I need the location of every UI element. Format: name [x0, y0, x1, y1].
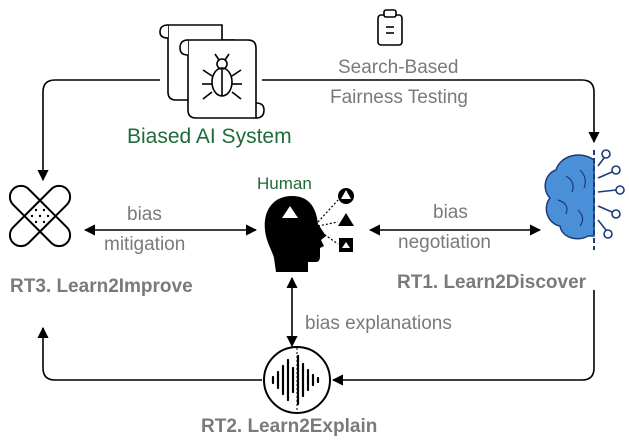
human-head-icon	[264, 188, 354, 272]
search-line-2: Fairness Testing	[330, 87, 468, 108]
negotiation-line-2: negotiation	[398, 232, 491, 253]
arrow-rt1-to-rt2	[331, 290, 595, 386]
mitigation-line-1: bias	[127, 204, 162, 225]
arrow-system-to-rt1	[262, 79, 600, 144]
clipboard-icon	[377, 9, 403, 46]
negotiation-line-1: bias	[433, 202, 468, 223]
rt3-label: RT3. Learn2Improve	[10, 276, 193, 297]
rt1-label: RT1. Learn2Discover	[397, 272, 587, 293]
system-label: Biased AI System	[127, 125, 292, 148]
brain-circuit-icon	[544, 149, 625, 250]
explanations-label: bias explanations	[305, 313, 452, 334]
arrow-system-to-rt3	[37, 79, 160, 182]
bandage-icon	[8, 184, 72, 248]
arrow-rt2-to-rt3	[37, 326, 262, 381]
waveform-icon	[263, 346, 331, 414]
mitigation-line-2: mitigation	[104, 234, 186, 255]
search-line-1: Search-Based	[338, 57, 459, 78]
bug-document-icon	[159, 24, 265, 119]
rt2-label: RT2. Learn2Explain	[201, 416, 378, 437]
human-label: Human	[257, 174, 312, 193]
